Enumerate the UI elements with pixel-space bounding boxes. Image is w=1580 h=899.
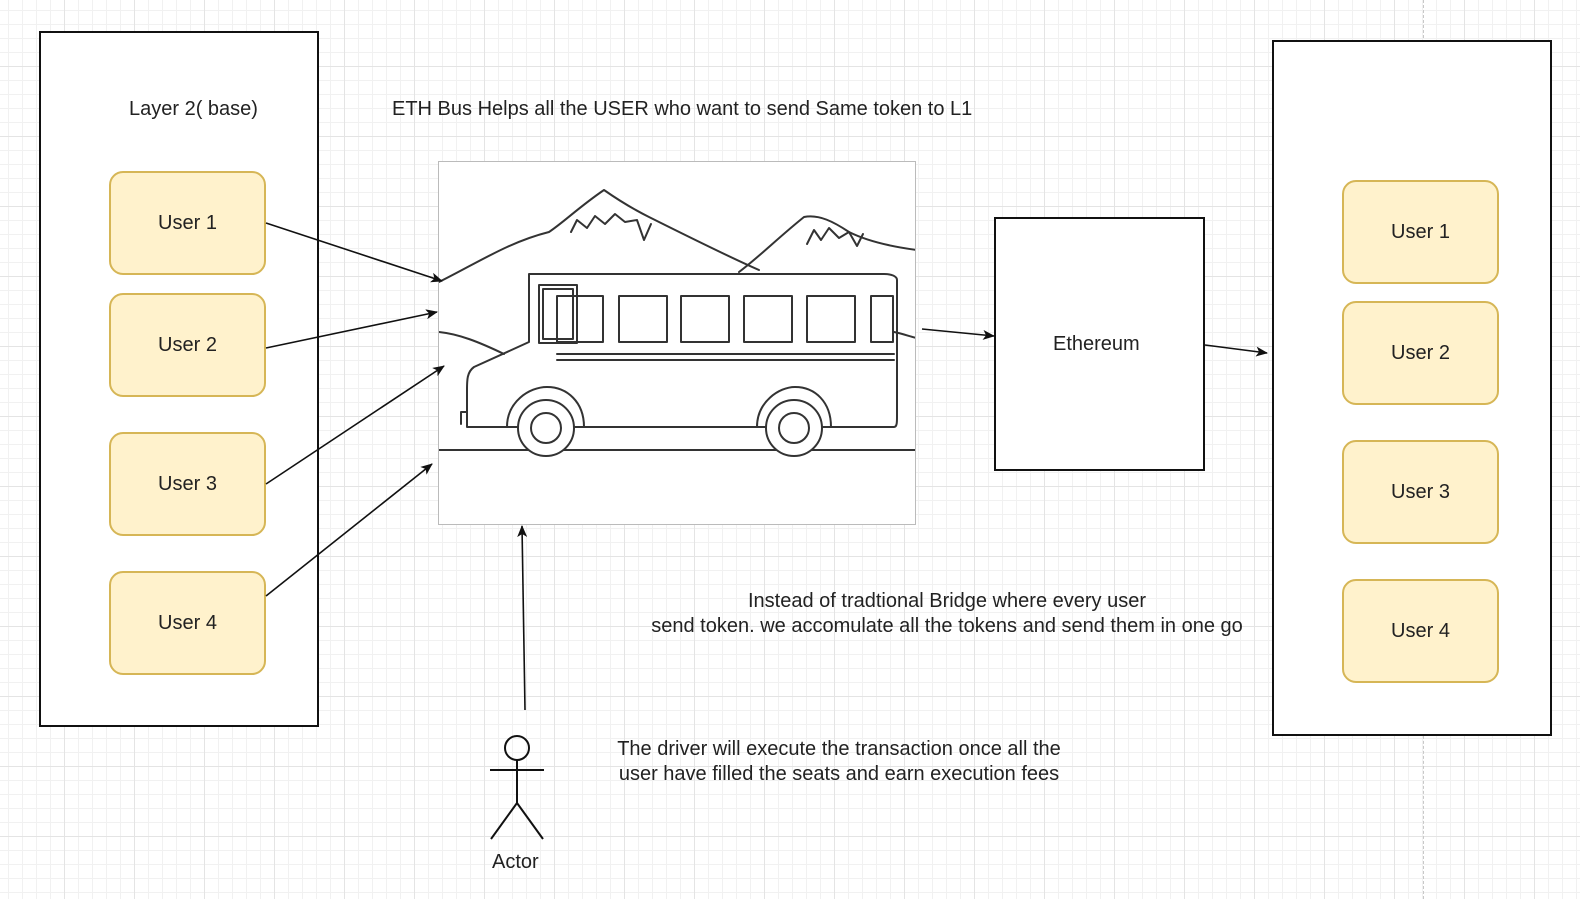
layer1-user-3[interactable]: User 3: [1342, 440, 1499, 544]
layer2-title: Layer 2( base): [129, 98, 258, 120]
driver-note-line-1: The driver will execute the transaction …: [617, 738, 1061, 760]
user-label: User 4: [158, 611, 217, 634]
layer1-user-1[interactable]: User 1: [1342, 180, 1499, 284]
driver-note-line-2: user have filled the seats and earn exec…: [618, 763, 1060, 785]
user-label: User 4: [1391, 619, 1450, 642]
bridge-note-line-1: Instead of tradtional Bridge where every…: [748, 590, 1146, 612]
ethereum-label: Ethereum: [1053, 333, 1140, 355]
layer1-user-4[interactable]: User 4: [1342, 579, 1499, 683]
layer2-user-1[interactable]: User 1: [109, 171, 266, 275]
bus-image[interactable]: [438, 161, 916, 525]
arrow-ethereum-to-layer1: [1204, 344, 1268, 357]
user-label: User 2: [1391, 341, 1450, 364]
layer2-user-2[interactable]: User 2: [109, 293, 266, 397]
actor-label: Actor: [492, 851, 539, 873]
bus-illustration-icon: [439, 189, 915, 457]
ethereum-box[interactable]: [994, 217, 1205, 471]
layer1-user-2[interactable]: User 2: [1342, 301, 1499, 405]
bridge-note-line-2: send token. we accomulate all the tokens…: [651, 615, 1243, 637]
user-label: User 3: [1391, 480, 1450, 503]
bridge-note: Instead of tradtional Bridge where every…: [637, 589, 1257, 639]
headline-text: ETH Bus Helps all the USER who want to s…: [392, 98, 973, 120]
user-label: User 3: [158, 472, 217, 495]
arrow-bus-to-ethereum: [921, 328, 995, 340]
arrow-actor-to-bus: [517, 525, 528, 711]
user-label: User 2: [158, 333, 217, 356]
layer2-user-4[interactable]: User 4: [109, 571, 266, 675]
layer2-user-3[interactable]: User 3: [109, 432, 266, 536]
driver-note: The driver will execute the transaction …: [604, 737, 1074, 787]
user-label: User 1: [1391, 220, 1450, 243]
user-label: User 1: [158, 211, 217, 234]
